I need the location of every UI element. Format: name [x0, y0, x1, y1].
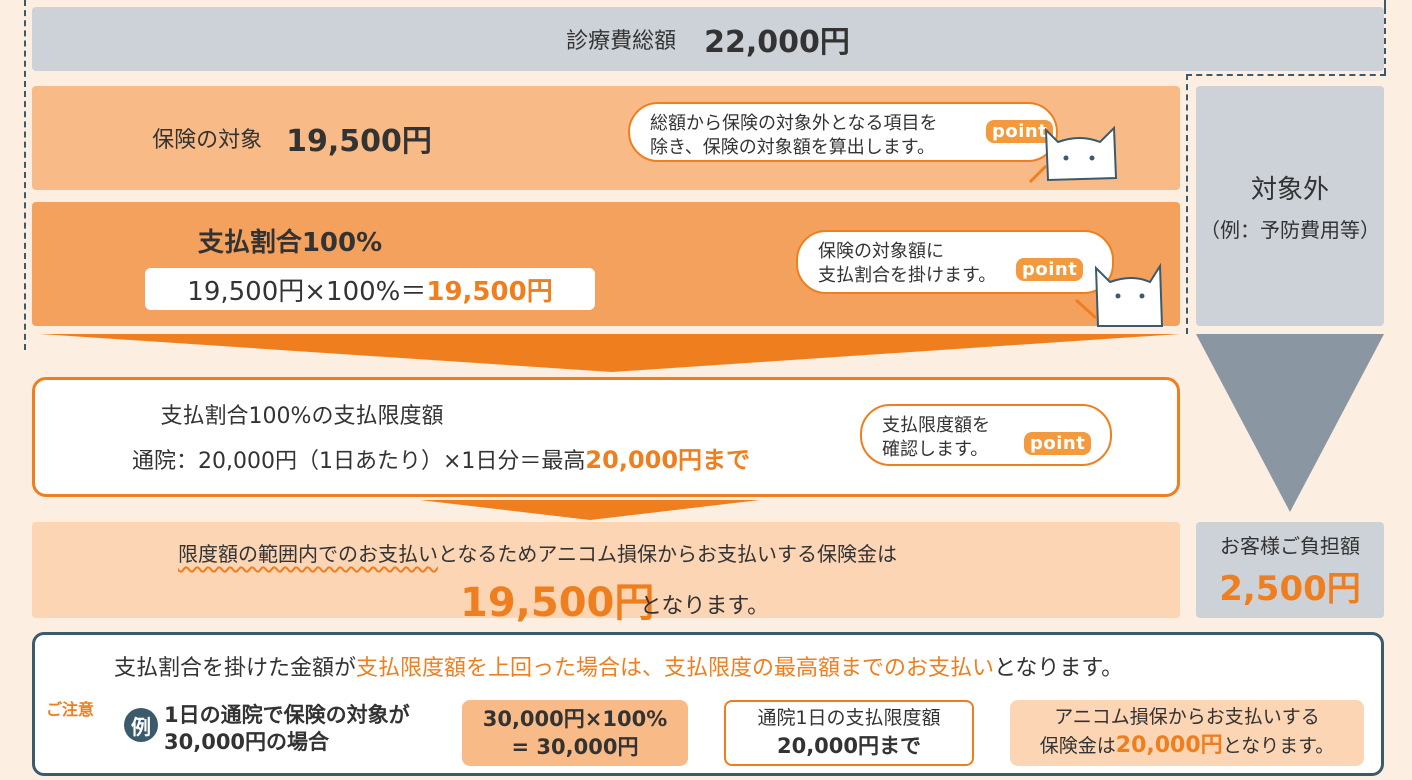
limit-bubble-line2: 確認します。: [882, 439, 989, 461]
covered-amount: 19,500円: [286, 124, 432, 159]
payment-ratio-title: 支払割合100%: [197, 228, 383, 258]
out-of-scope-dashed-top: [1186, 74, 1386, 76]
result-box: [32, 522, 1180, 618]
ratio-bubble-line2: 支払割合を掛けます。: [818, 265, 997, 287]
example-result-line1: アニコム損保からお支払いする: [1054, 706, 1320, 729]
caution-text: 支払割合を掛けた金額が支払限度額を上回った場合は、支払限度の最高額までのお支払い…: [114, 650, 1123, 682]
point-badge: point: [1016, 258, 1084, 281]
out-of-scope-arrow: [1196, 334, 1384, 512]
result-underlined-text: 限度額の範囲内でのお支払い: [178, 542, 438, 566]
example-limit-line1: 通院1日の支払限度額: [757, 707, 941, 729]
down-arrow-small: [420, 500, 760, 520]
result-suffix: となります。: [640, 594, 770, 619]
example-result-amount: 20,000円: [1115, 732, 1223, 758]
ratio-formula-prefix: 19,500円×100%＝: [187, 276, 427, 307]
example-mark: 例: [124, 708, 158, 742]
result-text-rest: となるためアニコム損保からお支払いする保険金は: [438, 542, 897, 566]
ratio-formula-result: 19,500円: [426, 276, 553, 307]
total-fee-label: 診療費総額: [566, 29, 677, 54]
limit-bubble-line1: 支払限度額を: [882, 415, 990, 436]
limit-formula-result: 20,000円まで: [585, 446, 751, 474]
limit-formula-prefix: 通院：20,000円（1日あたり）×1日分＝最高: [132, 449, 586, 474]
out-of-scope-dashed-right: [1384, 8, 1386, 74]
result-description: 限度額の範囲内でのお支払いとなるためアニコム損保からお支払いする保険金は: [178, 538, 897, 567]
point-badge: point: [1024, 432, 1092, 455]
example-calc-box: 30,000円×100% = 30,000円: [462, 700, 688, 766]
customer-burden-label: お客様ご負担額: [1220, 534, 1360, 558]
payment-limit-title: 支払割合100%の支払限度額: [160, 404, 444, 429]
covered-label: 保険の対象: [152, 128, 263, 153]
payment-limit-formula: 通院：20,000円（1日あたり）×1日分＝最高20,000円まで: [132, 440, 832, 475]
customer-burden-amount: 2,500円: [1219, 569, 1361, 609]
total-fee-bar: 診療費総額 22,000円: [32, 7, 1384, 71]
down-arrow-large: [40, 334, 1180, 372]
ratio-bubble-line1: 保険の対象額に: [818, 241, 944, 262]
out-of-scope-note: （例：予防費用等）: [1200, 218, 1380, 242]
example-line1: 1日の通院で保険の対象が: [164, 703, 410, 727]
point-badge: point: [986, 120, 1054, 143]
left-dashed-guide: [24, 0, 26, 350]
out-of-scope-title: 対象外: [1250, 175, 1329, 205]
covered-bubble-line1: 総額から保険の対象外となる項目を: [650, 113, 938, 134]
right-dashed-guide-top: [1384, 0, 1386, 8]
example-line2: 30,000円の場合: [164, 730, 330, 755]
result-amount: 19,500円: [460, 580, 655, 626]
example-calc-line2: = 30,000円: [511, 735, 639, 759]
out-of-scope-box: 対象外 （例：予防費用等）: [1196, 86, 1384, 326]
caution-text-highlight: 支払限度額を上回った場合は、支払限度の最高額までのお支払い: [356, 656, 995, 681]
example-limit-box: 通院1日の支払限度額 20,000円まで: [724, 700, 974, 766]
example-result-suffix: となります。: [1222, 734, 1335, 757]
covered-bubble-line2: 除き、保険の対象額を算出します。: [650, 137, 935, 159]
caution-text-a: 支払割合を掛けた金額が: [114, 656, 357, 681]
example-calc-line1: 30,000円×100%: [482, 706, 668, 731]
total-fee-amount: 22,000円: [704, 25, 850, 60]
example-limit-line2: 20,000円まで: [776, 733, 922, 758]
example-result-prefix: 保険金は: [1039, 734, 1116, 757]
covered-speech-bubble: 総額から保険の対象外となる項目を 除き、保険の対象額を算出します。: [628, 102, 1058, 162]
example-condition: 1日の通院で保険の対象が 30,000円の場合: [164, 702, 410, 757]
example-result-box: アニコム損保からお支払いする 保険金は20,000円となります。: [1010, 700, 1364, 766]
out-of-scope-dashed-left: [1186, 74, 1188, 334]
example-result-line2: 保険金は20,000円となります。: [1040, 731, 1334, 762]
caution-label: ご注意: [46, 700, 95, 719]
cat-illustration-1: [1028, 125, 1118, 184]
cat-illustration-2: [1074, 262, 1164, 327]
payment-ratio-formula: 19,500円×100%＝19,500円: [145, 268, 595, 310]
caution-text-c: となります。: [994, 656, 1124, 681]
customer-burden-box: お客様ご負担額 2,500円: [1196, 522, 1384, 618]
